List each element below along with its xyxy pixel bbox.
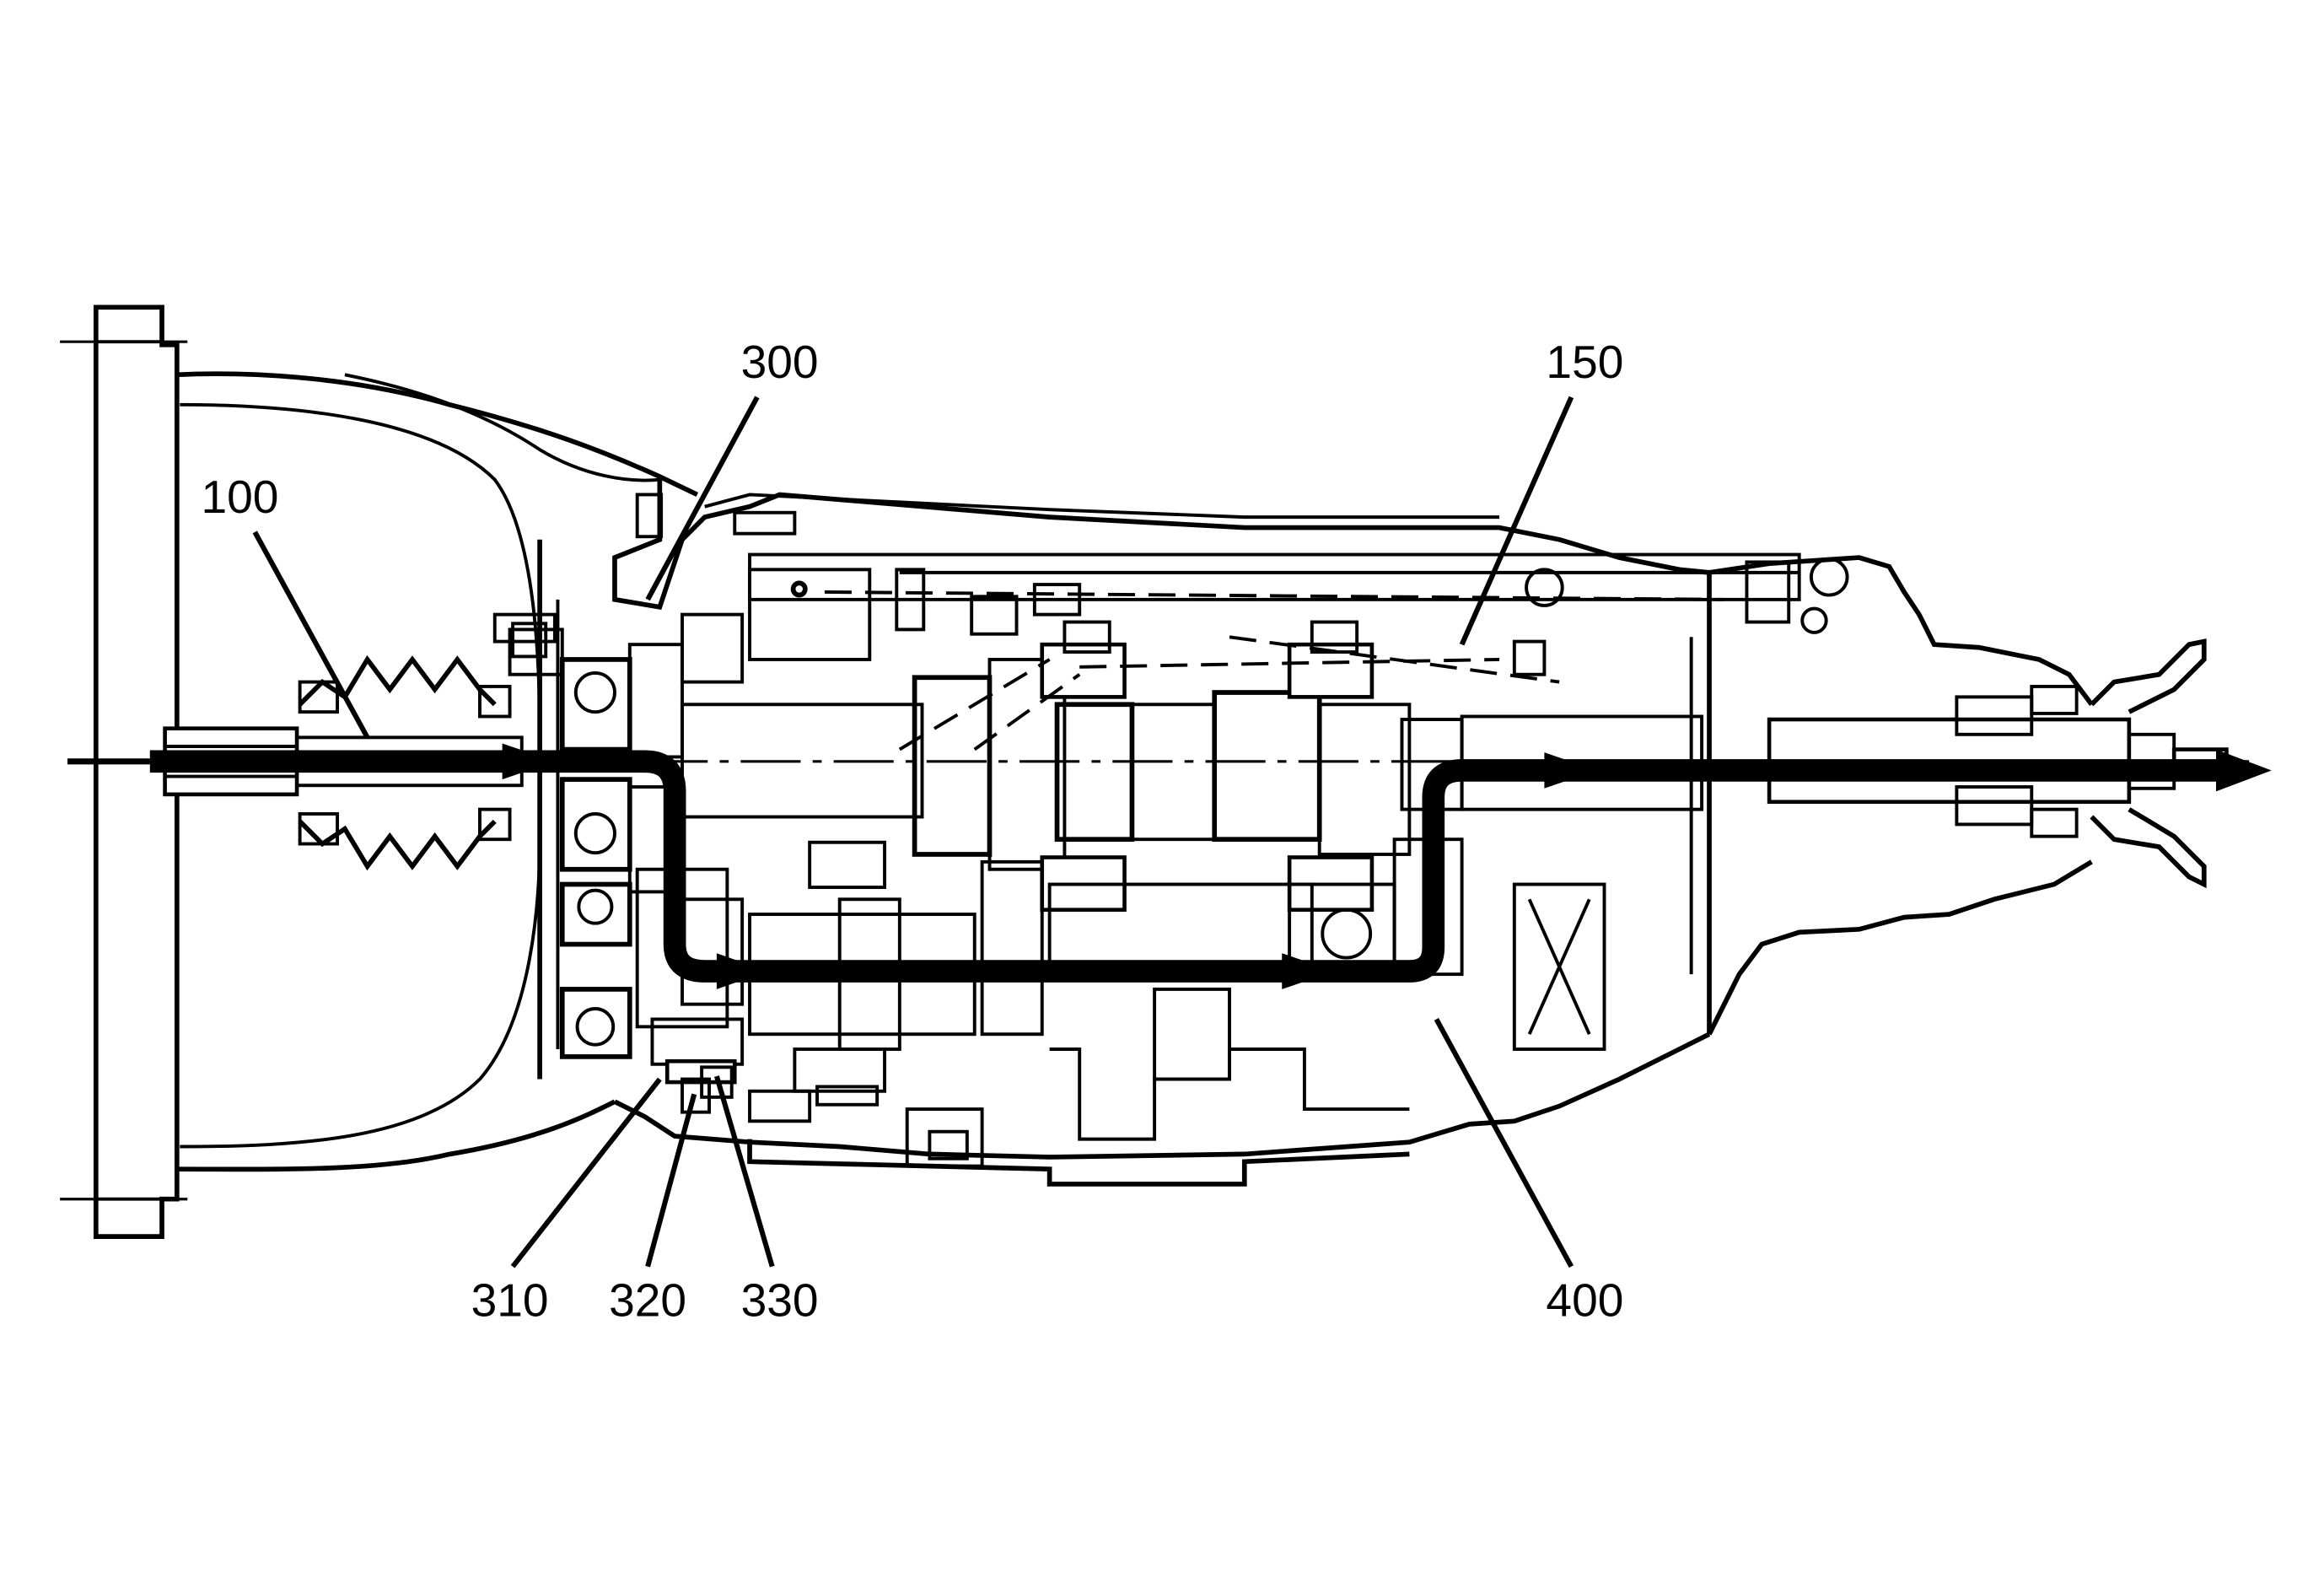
label-400: 400: [1546, 1274, 1623, 1326]
label-150: 150: [1546, 336, 1623, 388]
leader-lines: [252, 396, 1574, 1268]
leader-320: [645, 1093, 697, 1268]
reference-numerals: 100 300 150 310 320 330 400: [202, 336, 1624, 1326]
label-330: 330: [741, 1274, 819, 1326]
arrowhead-icon: [716, 953, 768, 989]
leader-150: [1459, 396, 1574, 646]
leader-100: [252, 530, 370, 739]
arrowhead-icon: [1544, 752, 1597, 789]
leader-300: [645, 396, 760, 601]
power-flow-path: [67, 743, 2272, 989]
leader-310: [510, 1077, 662, 1268]
transmission-case: [537, 477, 2094, 1187]
arrowhead-icon: [502, 743, 555, 780]
main-shaft-gears: [681, 568, 2229, 889]
label-100: 100: [202, 471, 279, 523]
arrowhead-icon: [1282, 953, 1335, 989]
front-bearings: [492, 612, 684, 1059]
leader-330: [714, 1075, 775, 1268]
arrowhead-icon: [2215, 749, 2272, 792]
speed-sensor: [650, 1017, 745, 1114]
shift-rail: [511, 493, 1849, 751]
leader-400: [1434, 1018, 1574, 1268]
label-310: 310: [471, 1274, 549, 1326]
label-320: 320: [609, 1274, 686, 1326]
bell-housing: [60, 304, 699, 1239]
power-flow-line: [149, 750, 2219, 983]
label-300: 300: [741, 336, 819, 388]
